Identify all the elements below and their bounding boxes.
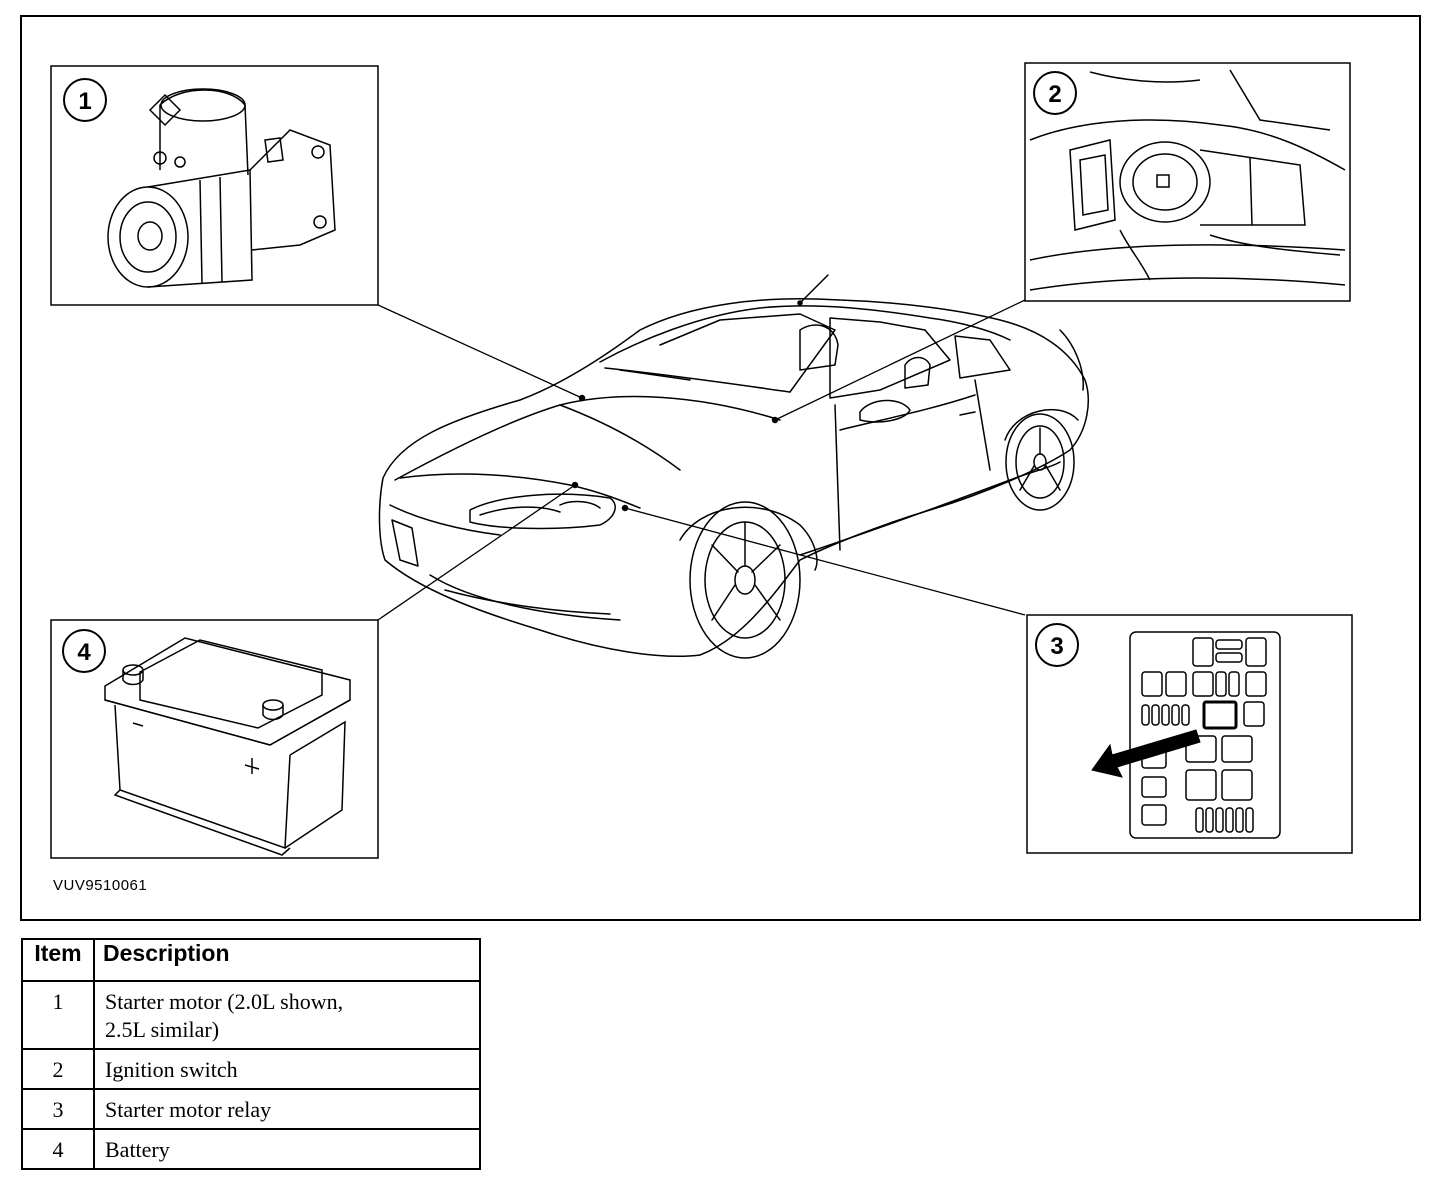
leader-lines [377,299,1026,621]
figure-frame [20,15,1421,921]
legend-item-description: Starter motor relay [93,1088,481,1130]
leader-2 [774,299,1026,421]
legend-description-line: Starter motor relay [105,1097,272,1122]
ignition-switch-drawing [1029,69,1346,291]
leader-1 [377,304,583,399]
legend-row: 4 Battery [21,1128,481,1170]
legend-table: Item Description 1 Starter motor (2.0L s… [21,938,481,1170]
callout-badge-4 [62,629,106,673]
legend-row: 1 Starter motor (2.0L shown, 2.5L simila… [21,980,481,1050]
legend-description-line: Battery [105,1137,170,1162]
legend-item-description: Battery [93,1128,481,1170]
legend-item-number: 2 [21,1048,95,1090]
callout-number-4: 4 [77,639,91,666]
legend-item-number: 3 [21,1088,95,1130]
starter-motor-drawing [107,88,336,288]
relay-pointer-arrow [1091,729,1201,778]
legend-description-line: Ignition switch [105,1057,238,1082]
legend-header-row: Item Description [21,938,481,982]
callout-number-2: 2 [1048,81,1061,108]
legend-item-number: 1 [21,980,95,1050]
legend-item-description: Ignition switch [93,1048,481,1090]
battery-drawing [104,637,351,856]
callout-badge-3 [1035,623,1079,667]
callout-number-1: 1 [78,88,91,115]
callout-number-3: 3 [1050,633,1063,660]
legend-row: 2 Ignition switch [21,1048,481,1090]
legend-description-line: Starter motor (2.0L shown, [105,989,344,1014]
panel-ignition-switch: 2 [1024,62,1351,302]
panel-battery: 4 [50,619,379,859]
panel-starter-relay: 3 [1026,614,1353,854]
panel-starter-motor: 1 [50,65,379,306]
callout-badge-2 [1033,71,1077,115]
fuse-box-drawing [1129,631,1281,839]
callout-badge-1 [63,78,107,122]
figure-code: VUV9510061 [53,877,147,894]
car-illustration [378,274,1089,659]
legend-header-item: Item [21,938,95,982]
legend-header-description: Description [93,938,481,982]
legend-item-description: Starter motor (2.0L shown, 2.5L similar) [93,980,481,1050]
leader-3 [624,507,1026,616]
legend-row: 3 Starter motor relay [21,1088,481,1130]
legend-description-line: 2.5L similar) [105,1017,220,1042]
leader-4 [377,484,576,621]
legend-item-number: 4 [21,1128,95,1170]
